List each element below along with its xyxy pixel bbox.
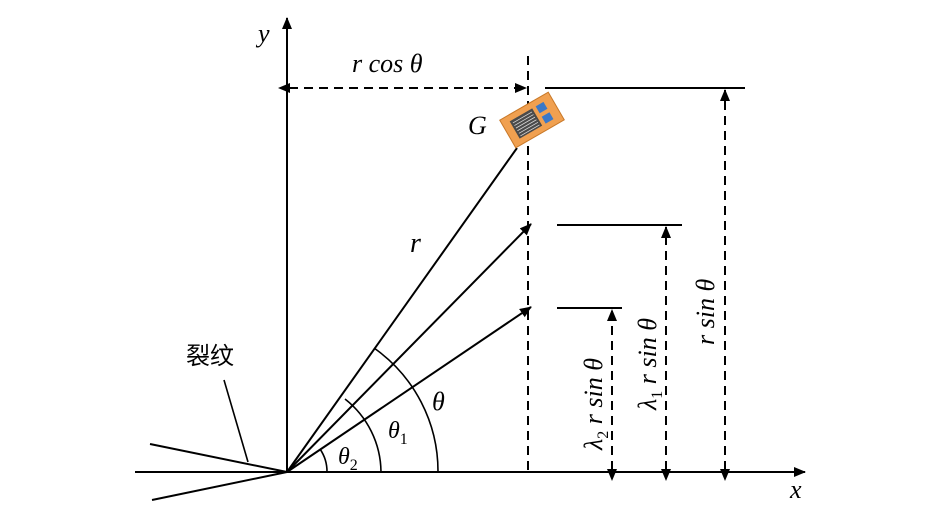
gauge-label: G (468, 111, 487, 140)
x-axis-label: x (789, 475, 802, 504)
strain-gauge (499, 91, 565, 149)
radius-label: r (410, 228, 421, 259)
radial-arrow-lower (286, 306, 532, 473)
theta2-arc (319, 448, 328, 473)
radial-arrow-upper (286, 223, 532, 473)
lambda1-r-sin-theta-label: λ1 r sin θ (633, 318, 666, 411)
gauge-tab-upper (535, 101, 548, 114)
gauge-grid (509, 108, 543, 139)
radius-line-to-gauge (286, 147, 518, 473)
theta2-label: θ2 (338, 444, 358, 474)
r-cos-theta-label: r cos θ (352, 49, 423, 78)
lambda2-r-sin-theta-label: λ2 r sin θ (579, 358, 612, 451)
theta1-label: θ1 (388, 418, 408, 448)
crack-leader-line (223, 379, 249, 463)
y-axis-label: y (255, 19, 270, 48)
theta-label: θ (432, 387, 445, 416)
theta-arc (373, 347, 439, 473)
theta1-arc (344, 398, 382, 473)
r-sin-theta-label: r sin θ (691, 279, 720, 345)
crack (149, 443, 288, 501)
gauge-tab-lower (541, 112, 554, 124)
crack-label: 裂纹 (186, 342, 234, 370)
